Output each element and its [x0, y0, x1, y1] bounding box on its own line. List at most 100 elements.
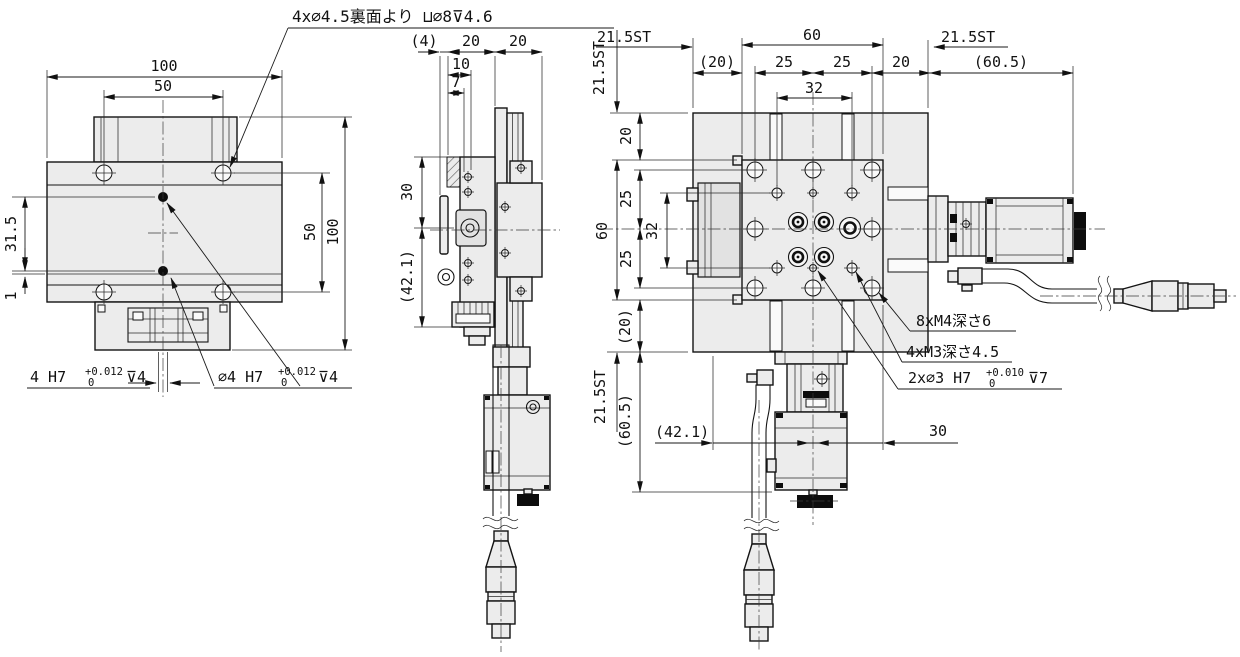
counterbore-text: 4x∅4.5裏面より ⊔∅8⊽4.6 — [292, 7, 493, 26]
dim-label: 21.5ST — [597, 28, 651, 46]
dim-stroke-top-vert: 21.5ST — [590, 30, 620, 113]
dim-pitch-25-a-left: 25 — [617, 169, 643, 230]
pin-label: ∅4 H7 — [218, 368, 263, 386]
dim-pitch-32-top: 32 — [776, 79, 853, 101]
callout-m4: 8xM4深さ6 — [878, 292, 1016, 332]
callout-tol-upper: +0.010 — [986, 367, 1024, 379]
dim-label: 20 — [509, 32, 527, 50]
dim-label: (60.5) — [974, 53, 1028, 71]
dim-label: 25 — [833, 53, 851, 71]
dim-label: 21.5ST — [941, 28, 995, 46]
left-view: 100 50 50 100 31.5 1 4 H7 +0.012 0 ⊽4 — [2, 7, 614, 397]
dim-label: 25 — [617, 190, 635, 208]
dim-overall-60-5-left: (60.5) — [616, 351, 643, 493]
dim-stroke-bottom-vert: 21.5ST — [591, 352, 620, 432]
dim-label: 30 — [398, 183, 416, 201]
side-view-motor — [483, 394, 551, 491]
dim-hole-span-50: 50 — [103, 77, 224, 100]
dim-pitch-32-left: 32 — [643, 192, 670, 269]
dim-label: 25 — [775, 53, 793, 71]
bottom-rail-block — [94, 301, 231, 351]
dim-stroke-left: 21.5ST — [596, 28, 693, 50]
cable-break — [743, 518, 780, 524]
dim-label: 20 — [617, 127, 635, 145]
motor-mount — [497, 366, 528, 396]
pin-note: ∅4 H7 +0.012 0 ⊽4 — [166, 202, 352, 389]
cable-tube — [981, 268, 1116, 304]
dim-label: 21.5ST — [591, 370, 609, 424]
dim-label: 21.5ST — [590, 41, 608, 95]
dim-offset-30: 30 — [817, 422, 958, 446]
extension-lines — [12, 70, 352, 351]
dim-label: 10 — [452, 55, 470, 73]
dim-label: 20 — [892, 53, 910, 71]
y-motor-assembly — [766, 351, 848, 508]
keyway-note: 4 H7 +0.012 0 ⊽4 — [27, 366, 200, 389]
dim-label: (42.1) — [655, 423, 709, 441]
pin-depth: ⊽4 — [318, 368, 338, 386]
callout-m3: 4xM3深さ4.5 — [855, 271, 1012, 363]
dim-label: 50 — [301, 223, 319, 241]
leader-line — [170, 277, 215, 387]
leader-line — [855, 271, 903, 363]
roller — [437, 268, 455, 286]
x-motor-knob — [1074, 212, 1086, 250]
left-end-block — [697, 182, 741, 278]
leader-line — [817, 270, 899, 390]
dim-10: 10 — [447, 55, 472, 78]
pin-tol-lower: 0 — [281, 377, 287, 389]
dim-pitch-25-b: 25 — [812, 53, 873, 76]
pin-hole-dot — [158, 266, 168, 276]
x-motor-body — [985, 197, 1074, 264]
dim-hole-span-v-50: 50 — [301, 172, 325, 293]
dim-table-60-left: 60 — [593, 159, 620, 301]
dim-label: (42.1) — [398, 250, 416, 304]
cable-break — [1097, 275, 1103, 312]
cable-gland — [756, 369, 774, 386]
keyway-tol-lower: 0 — [88, 377, 94, 389]
y-motor-body — [774, 411, 848, 491]
keyway-tol-upper: +0.012 — [85, 366, 123, 378]
dim-label: (20) — [616, 309, 634, 345]
dim-stroke-right: 21.5ST — [933, 28, 1008, 50]
leader-line — [166, 202, 301, 387]
linear-guide — [127, 307, 209, 343]
side-view: (4) 20 20 10 7 30 (42.1) — [398, 32, 560, 652]
dim-label: 31.5 — [2, 216, 20, 252]
dim-label: 32 — [805, 79, 823, 97]
dim-label: 60 — [803, 26, 821, 44]
keyway-label: 4 H7 — [30, 368, 66, 386]
stage-body — [46, 161, 283, 303]
counterbore-hole — [787, 246, 809, 268]
y-cable — [743, 369, 780, 652]
x-motor-assembly — [927, 195, 1086, 264]
dim-width-100: 100 — [46, 57, 283, 80]
y-motor-knob — [797, 495, 833, 508]
dim-edge-gap-1: 1 — [2, 248, 28, 301]
manual-knob — [517, 494, 539, 506]
counterbore-hole — [838, 216, 862, 240]
adapter-block — [492, 346, 531, 368]
callout-pin: 2x∅3 H7 +0.010 0 ⊽7 — [817, 270, 1062, 390]
dim-label: 7 — [451, 73, 460, 91]
dim-label: 32 — [643, 222, 661, 240]
extension-lines — [607, 38, 1074, 493]
dim-label: 100 — [324, 218, 342, 245]
side-cover-plate — [439, 195, 449, 255]
x-cable — [947, 267, 1236, 312]
dim-7: 7 — [447, 73, 465, 96]
leader-line — [229, 27, 289, 168]
callout-tol-lower: 0 — [989, 378, 995, 390]
leader-line — [878, 292, 911, 332]
dim-label: (60.5) — [616, 394, 634, 448]
side-view-cable — [482, 344, 519, 652]
plan-view: 21.5ST 60 21.5ST (20) 25 25 20 ( — [590, 26, 1236, 652]
counterbore-hole — [813, 246, 835, 268]
coupling-housing — [455, 209, 487, 247]
dim-label: 100 — [150, 57, 177, 75]
keyway-depth: ⊽4 — [126, 368, 146, 386]
dim-gap-20: (20) — [692, 53, 743, 76]
dim-table-60: 60 — [741, 26, 884, 48]
